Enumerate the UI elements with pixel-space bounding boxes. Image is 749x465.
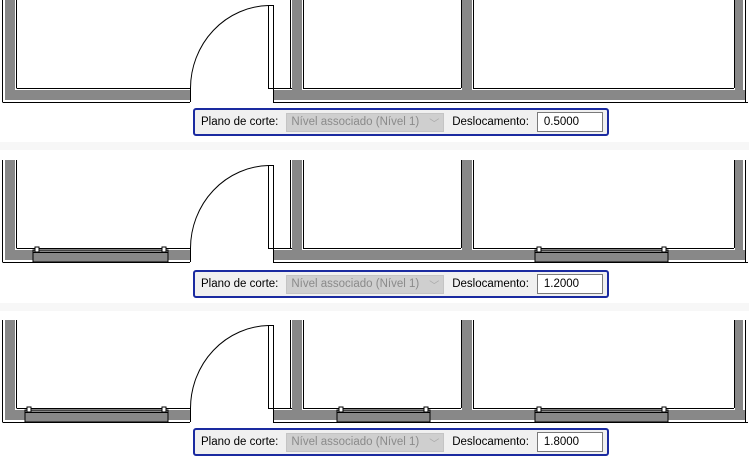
plan-view-1: Plano de corte: Nível associado (Nível 1… [0, 0, 749, 145]
cut-plane-dropdown[interactable]: Nível associado (Nível 1) ﹀ [286, 274, 445, 294]
offset-label: Deslocamento: [452, 436, 529, 448]
view-range-toolbar: Plano de corte: Nível associado (Nível 1… [193, 108, 609, 136]
plan-view-3: Plano de corte: Nível associado (Nível 1… [0, 320, 749, 465]
floor-plan [2, 160, 748, 263]
divider [0, 142, 749, 150]
floor-plan [2, 320, 748, 423]
cut-plane-dropdown[interactable]: Nível associado (Nível 1) ﹀ [286, 432, 445, 452]
cut-plane-label: Plano de corte: [201, 436, 279, 448]
floor-plan [2, 0, 748, 103]
cut-plane-value: Nível associado (Nível 1) [291, 436, 420, 448]
plan-view-2: Plano de corte: Nível associado (Nível 1… [0, 160, 749, 305]
view-range-toolbar: Plano de corte: Nível associado (Nível 1… [193, 270, 609, 298]
offset-label: Deslocamento: [452, 116, 529, 128]
offset-label: Deslocamento: [452, 278, 529, 290]
chevron-down-icon: ﹀ [429, 118, 440, 130]
offset-input[interactable]: 0.5000 [536, 112, 603, 132]
chevron-down-icon: ﹀ [429, 438, 440, 450]
cut-plane-value: Nível associado (Nível 1) [291, 116, 420, 128]
cut-plane-label: Plano de corte: [201, 116, 279, 128]
divider [0, 303, 749, 311]
cut-plane-label: Plano de corte: [201, 278, 279, 290]
cut-plane-dropdown[interactable]: Nível associado (Nível 1) ﹀ [286, 112, 445, 132]
view-range-toolbar: Plano de corte: Nível associado (Nível 1… [193, 428, 609, 456]
chevron-down-icon: ﹀ [429, 280, 440, 292]
offset-input[interactable]: 1.8000 [536, 432, 603, 452]
cut-plane-value: Nível associado (Nível 1) [291, 278, 420, 290]
offset-input[interactable]: 1.2000 [536, 274, 603, 294]
